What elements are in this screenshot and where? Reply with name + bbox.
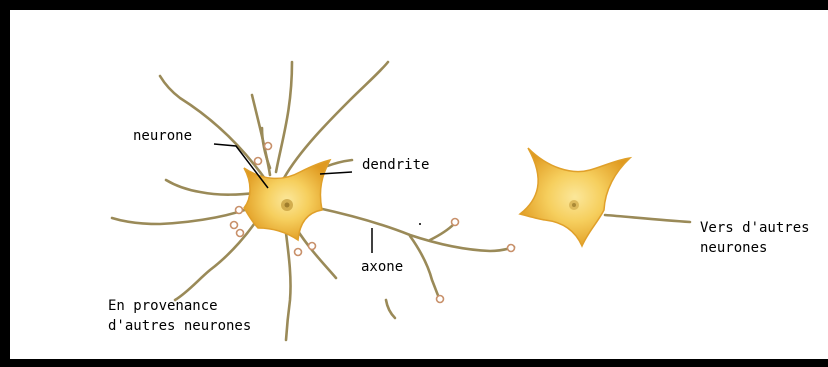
source-label-line-1: En provenance bbox=[108, 296, 251, 316]
target-label-line-1: Vers d'autres bbox=[700, 218, 810, 238]
source-neurons-label: En provenance d'autres neurones bbox=[108, 296, 251, 336]
neuron-2 bbox=[520, 148, 690, 246]
dendrite-label: dendrite bbox=[362, 155, 429, 175]
neurone-label: neurone bbox=[133, 126, 192, 146]
target-label-line-2: neurones bbox=[700, 238, 810, 258]
source-label-line-2: d'autres neurones bbox=[108, 316, 251, 336]
axon bbox=[318, 208, 514, 318]
speck bbox=[419, 223, 421, 225]
target-neurons-label: Vers d'autres neurones bbox=[700, 218, 810, 258]
axone-label: axone bbox=[361, 257, 403, 277]
